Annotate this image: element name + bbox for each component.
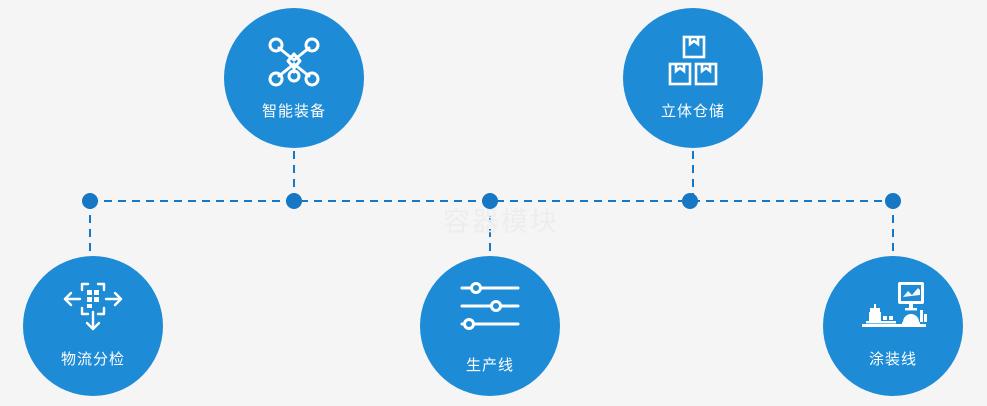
factory-monitor-icon xyxy=(858,280,928,332)
junction-dot-3[interactable] xyxy=(482,193,498,209)
sliders-icon xyxy=(459,282,521,330)
node-painting-line[interactable]: 涂装线 xyxy=(823,256,963,396)
junction-dot-4[interactable] xyxy=(682,193,698,209)
network-nodes-icon xyxy=(266,36,322,88)
node-label-smart-equipment: 智能装备 xyxy=(261,103,326,120)
node-label-logistics-sorting: 物流分检 xyxy=(60,351,125,368)
watermark-text: 容器模块 xyxy=(443,207,559,237)
stacked-boxes-icon xyxy=(666,34,720,90)
junction-dot-5[interactable] xyxy=(885,193,901,209)
node-production-line[interactable]: 生产线 xyxy=(420,256,560,396)
node-label-production-line: 生产线 xyxy=(465,357,514,374)
node-logistics-sorting[interactable]: 物流分检 xyxy=(23,256,163,396)
node-label-stereo-warehouse: 立体仓储 xyxy=(660,103,725,120)
node-smart-equipment[interactable]: 智能装备 xyxy=(224,8,364,148)
node-label-painting-line: 涂装线 xyxy=(868,351,917,368)
sorting-scan-icon xyxy=(61,278,125,334)
junction-dot-2[interactable] xyxy=(286,193,302,209)
node-stereo-warehouse[interactable]: 立体仓储 xyxy=(623,8,763,148)
junction-dot-1[interactable] xyxy=(82,193,98,209)
